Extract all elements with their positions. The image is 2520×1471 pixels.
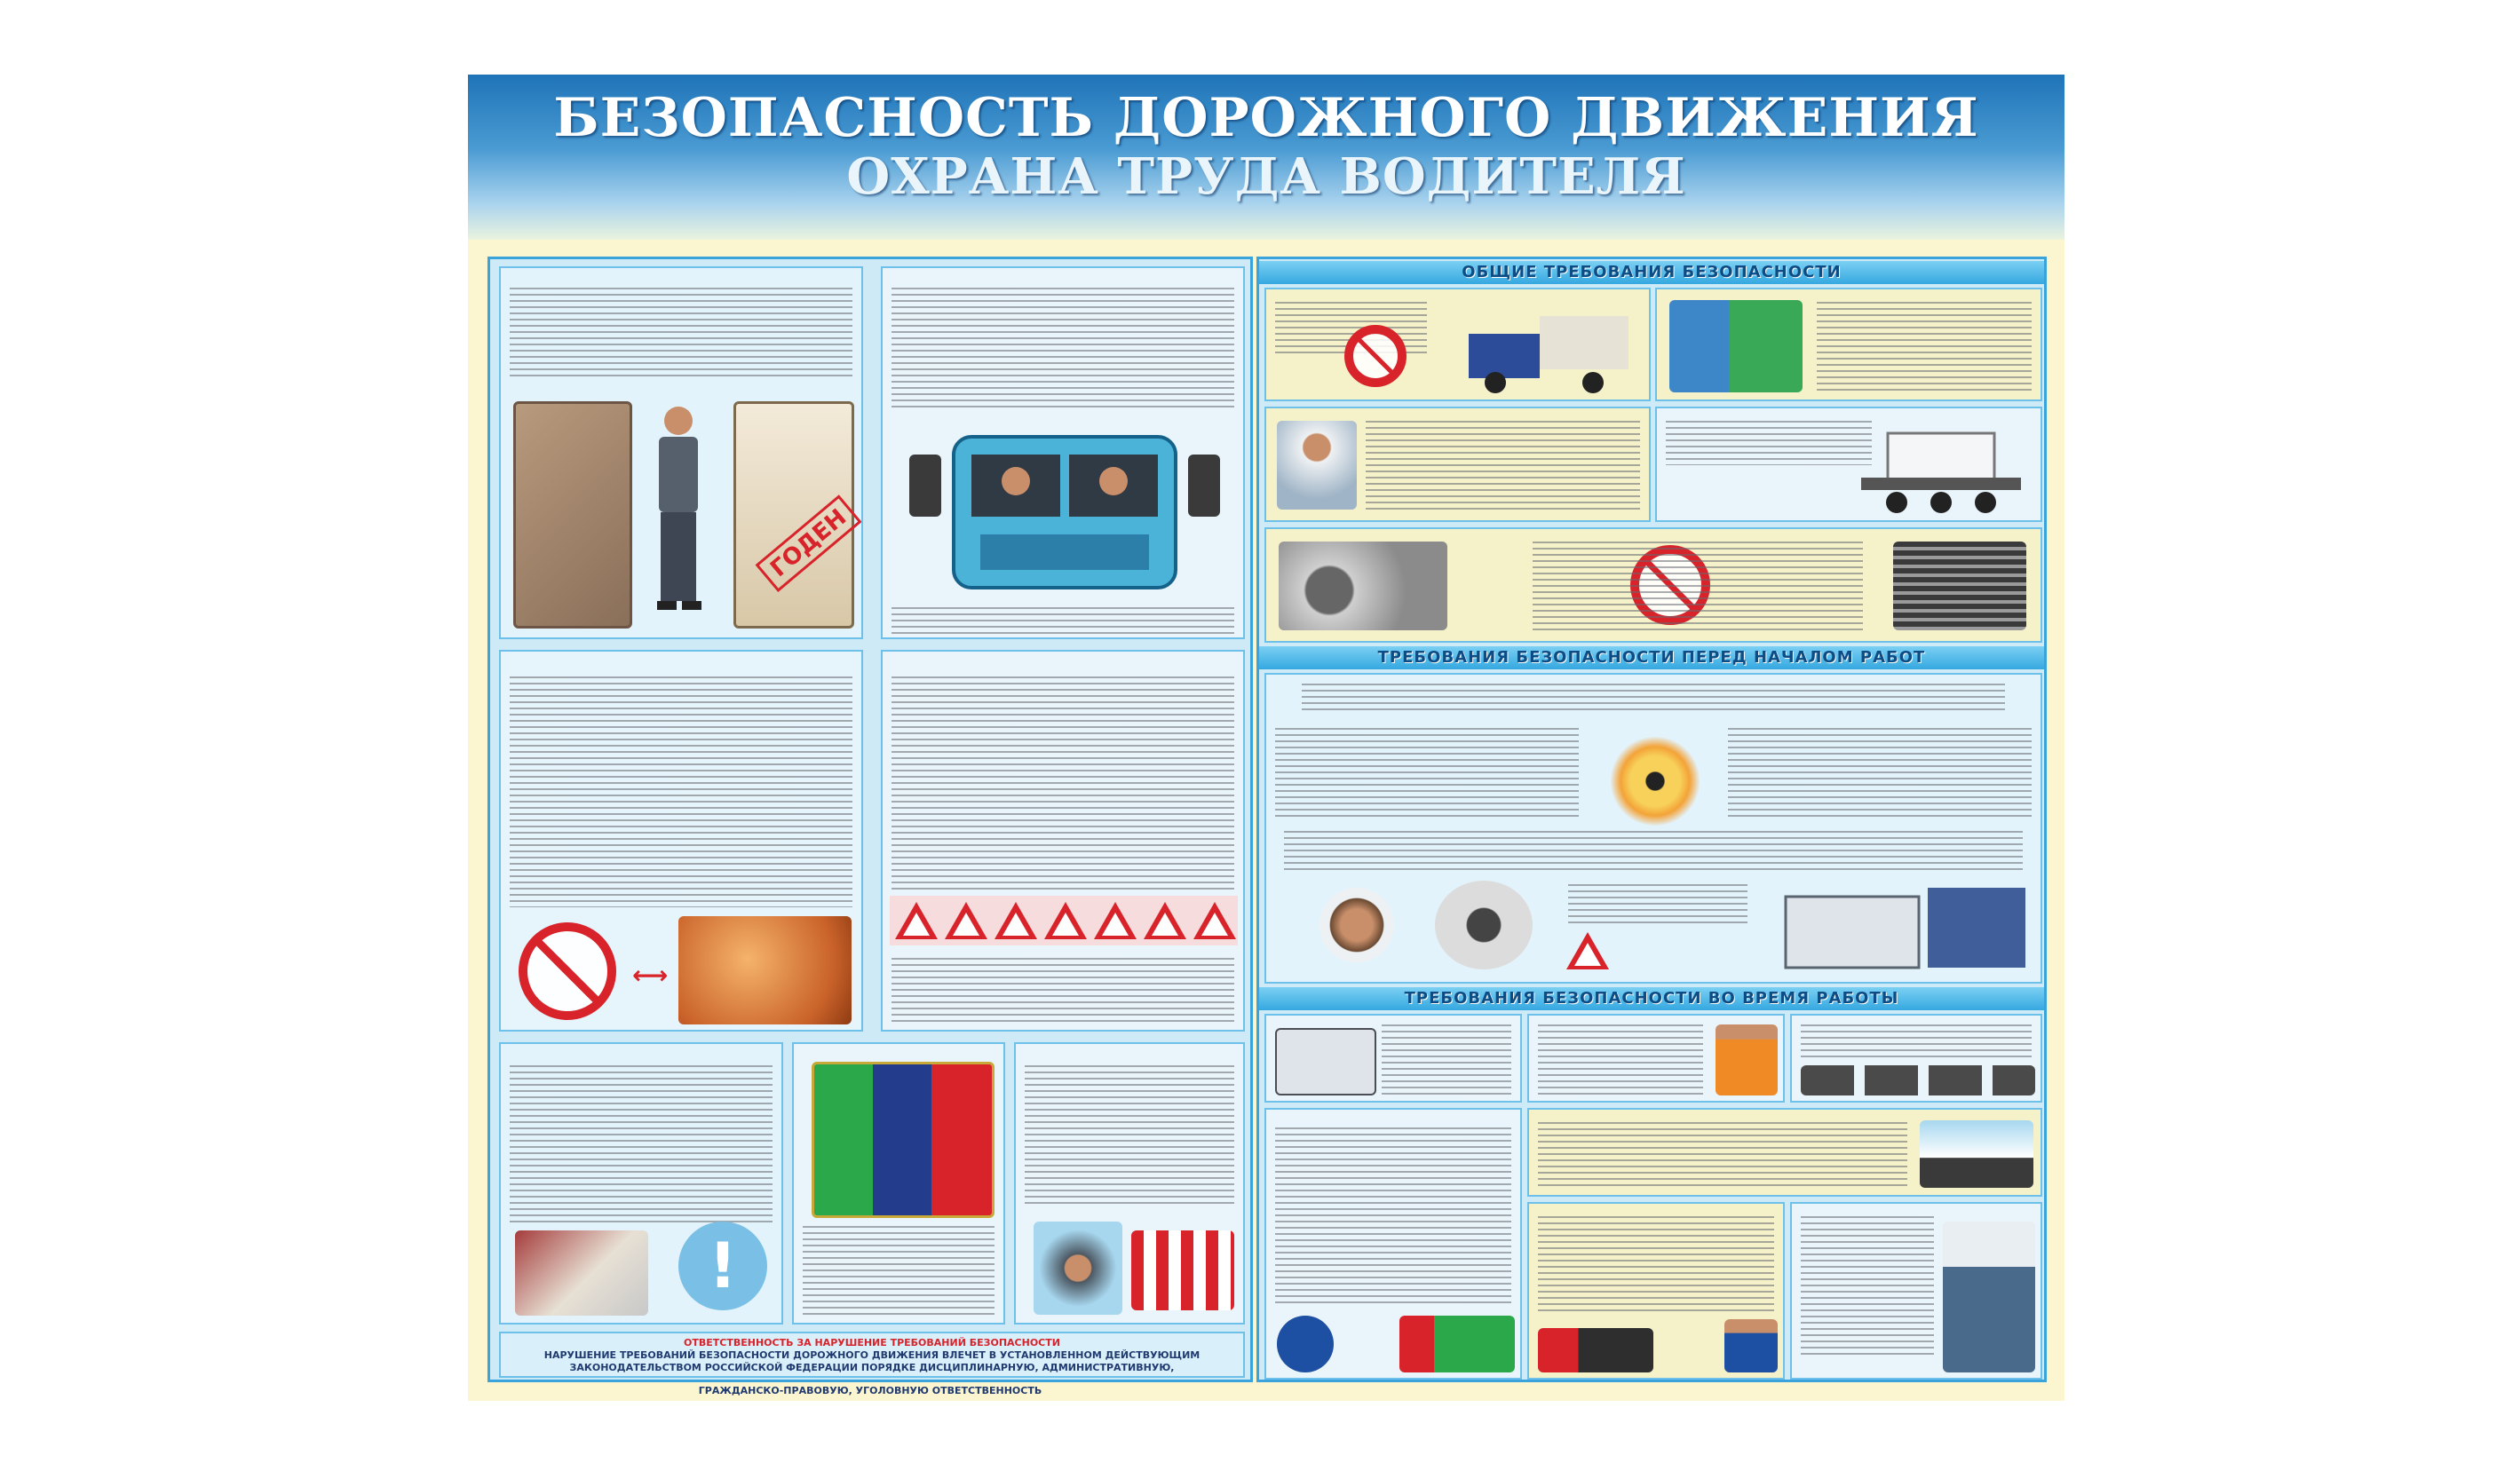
safety-training-panel bbox=[1014, 1042, 1245, 1325]
responsibility-panel: ОТВЕТСТВЕННОСТЬ ЗА НАРУШЕНИЕ ТРЕБОВАНИЙ … bbox=[499, 1332, 1245, 1378]
medical-door-image bbox=[733, 401, 854, 629]
driver-fatigue-panel bbox=[881, 266, 1245, 639]
general-req-1 bbox=[1264, 288, 1651, 401]
poster-title-line1: БЕЗОПАСНОСТЬ ДОРОЖНОГО ДВИЖЕНИЯ bbox=[553, 87, 1979, 149]
certificates-image bbox=[812, 1062, 995, 1218]
left-column: ГОДЕН ⟷ bbox=[487, 257, 1253, 1382]
no-alcohol-icon bbox=[519, 922, 616, 1020]
before-work-panel bbox=[1264, 673, 2042, 984]
warning-sign-icon bbox=[1144, 902, 1186, 939]
general-req-3 bbox=[1264, 407, 1651, 522]
during-work-4 bbox=[1264, 1108, 1522, 1380]
driver-medical-panel: ГОДЕН bbox=[499, 266, 863, 639]
general-requirements-heading: ОБЩИЕ ТРЕБОВАНИЯ БЕЗОПАСНОСТИ bbox=[1259, 261, 2044, 284]
warning-triangle-icon bbox=[1566, 932, 1609, 969]
semi-truck-icon bbox=[1861, 431, 2021, 513]
before-work-heading: ТРЕБОВАНИЯ БЕЗОПАСНОСТИ ПЕРЕД НАЧАЛОМ РА… bbox=[1259, 646, 2044, 669]
documents-image bbox=[515, 1230, 648, 1316]
worker-icon bbox=[1716, 1024, 1778, 1095]
footer-line3: ГРАЖДАНСКО-ПРАВОВУЮ, УГОЛОВНУЮ ОТВЕТСТВЕ… bbox=[698, 1385, 1042, 1396]
exclamation-icon: ! bbox=[678, 1222, 767, 1310]
during-work-6 bbox=[1527, 1202, 1785, 1380]
drunk-driver-image bbox=[678, 916, 852, 1024]
warning-sign-icon bbox=[1094, 902, 1137, 939]
warning-sign-icon bbox=[895, 902, 938, 939]
warning-sign-icon bbox=[1044, 902, 1087, 939]
sun-burst-icon bbox=[1611, 737, 1700, 826]
arrow-icon: ⟷ bbox=[632, 961, 669, 990]
during-work-heading: ТРЕБОВАНИЯ БЕЗОПАСНОСТИ ВО ВРЕМЯ РАБОТЫ bbox=[1259, 987, 2044, 1010]
tow-truck-image bbox=[1538, 1328, 1653, 1372]
driver-health-panel: ⟷ bbox=[499, 650, 863, 1032]
right-column: ОБЩИЕ ТРЕБОВАНИЯ БЕЗОПАСНОСТИ bbox=[1256, 257, 2047, 1382]
road-signs-panel bbox=[881, 650, 1245, 1032]
colleagues-image bbox=[1669, 300, 1803, 392]
during-work-2 bbox=[1527, 1014, 1785, 1103]
during-work-5 bbox=[1527, 1108, 2042, 1197]
truck-snow-image bbox=[1920, 1120, 2033, 1188]
instructor-image bbox=[1034, 1222, 1122, 1315]
general-req-4 bbox=[1655, 407, 2042, 522]
warning-signs-row bbox=[890, 896, 1238, 945]
general-req-5 bbox=[1264, 527, 2042, 643]
gauge-icon bbox=[1275, 1028, 1376, 1095]
poster-title-line2: ОХРАНА ТРУДА ВОДИТЕЛЯ bbox=[846, 147, 1686, 206]
inspectors-image bbox=[1943, 1222, 2035, 1372]
warning-sign-icon bbox=[1193, 902, 1236, 939]
pedal-icon bbox=[1435, 881, 1533, 969]
warning-sign-icon bbox=[995, 902, 1037, 939]
safety-circle-icon bbox=[1277, 1316, 1334, 1372]
truck-engine-icon bbox=[1784, 888, 2025, 969]
during-work-7 bbox=[1790, 1202, 2042, 1380]
qualification-panel bbox=[792, 1042, 1005, 1325]
police-officer-icon bbox=[1724, 1319, 1778, 1372]
responsibility-line2: ЗАКОНОДАТЕЛЬСТВОМ РОССИЙСКОЙ ФЕДЕРАЦИИ П… bbox=[569, 1362, 1175, 1373]
warning-sign-icon bbox=[945, 902, 987, 939]
responsibility-heading: ОТВЕТСТВЕННОСТЬ ЗА НАРУШЕНИЕ ТРЕБОВАНИЙ … bbox=[684, 1337, 1060, 1348]
safety-icons-board bbox=[1131, 1230, 1234, 1310]
radiator-image bbox=[1893, 542, 2026, 630]
truck-icon bbox=[1469, 316, 1628, 393]
poster-header: БЕЗОПАСНОСТЬ ДОРОЖНОГО ДВИЖЕНИЯ ОХРАНА Т… bbox=[468, 75, 2064, 240]
truck-cab-icon bbox=[909, 435, 1220, 589]
driver-face-icon bbox=[1319, 888, 1394, 962]
safety-poster: БЕЗОПАСНОСТЬ ДОРОЖНОГО ДВИЖЕНИЯ ОХРАНА Т… bbox=[468, 75, 2064, 1401]
driver-figure-icon bbox=[657, 407, 701, 610]
inspector-image bbox=[1277, 421, 1357, 510]
trucks-convoy-image bbox=[1801, 1065, 2035, 1095]
documents-panel: ! bbox=[499, 1042, 783, 1325]
gearbox-image bbox=[1279, 542, 1447, 630]
driver-license-image bbox=[513, 401, 632, 629]
general-req-2 bbox=[1655, 288, 2042, 401]
during-work-3 bbox=[1790, 1014, 2042, 1103]
responsibility-line1: НАРУШЕНИЕ ТРЕБОВАНИЙ БЕЗОПАСНОСТИ ДОРОЖН… bbox=[543, 1349, 1201, 1361]
during-work-1 bbox=[1264, 1014, 1522, 1103]
dump-truck-image bbox=[1399, 1316, 1515, 1372]
prohibition-icon bbox=[1344, 325, 1407, 387]
